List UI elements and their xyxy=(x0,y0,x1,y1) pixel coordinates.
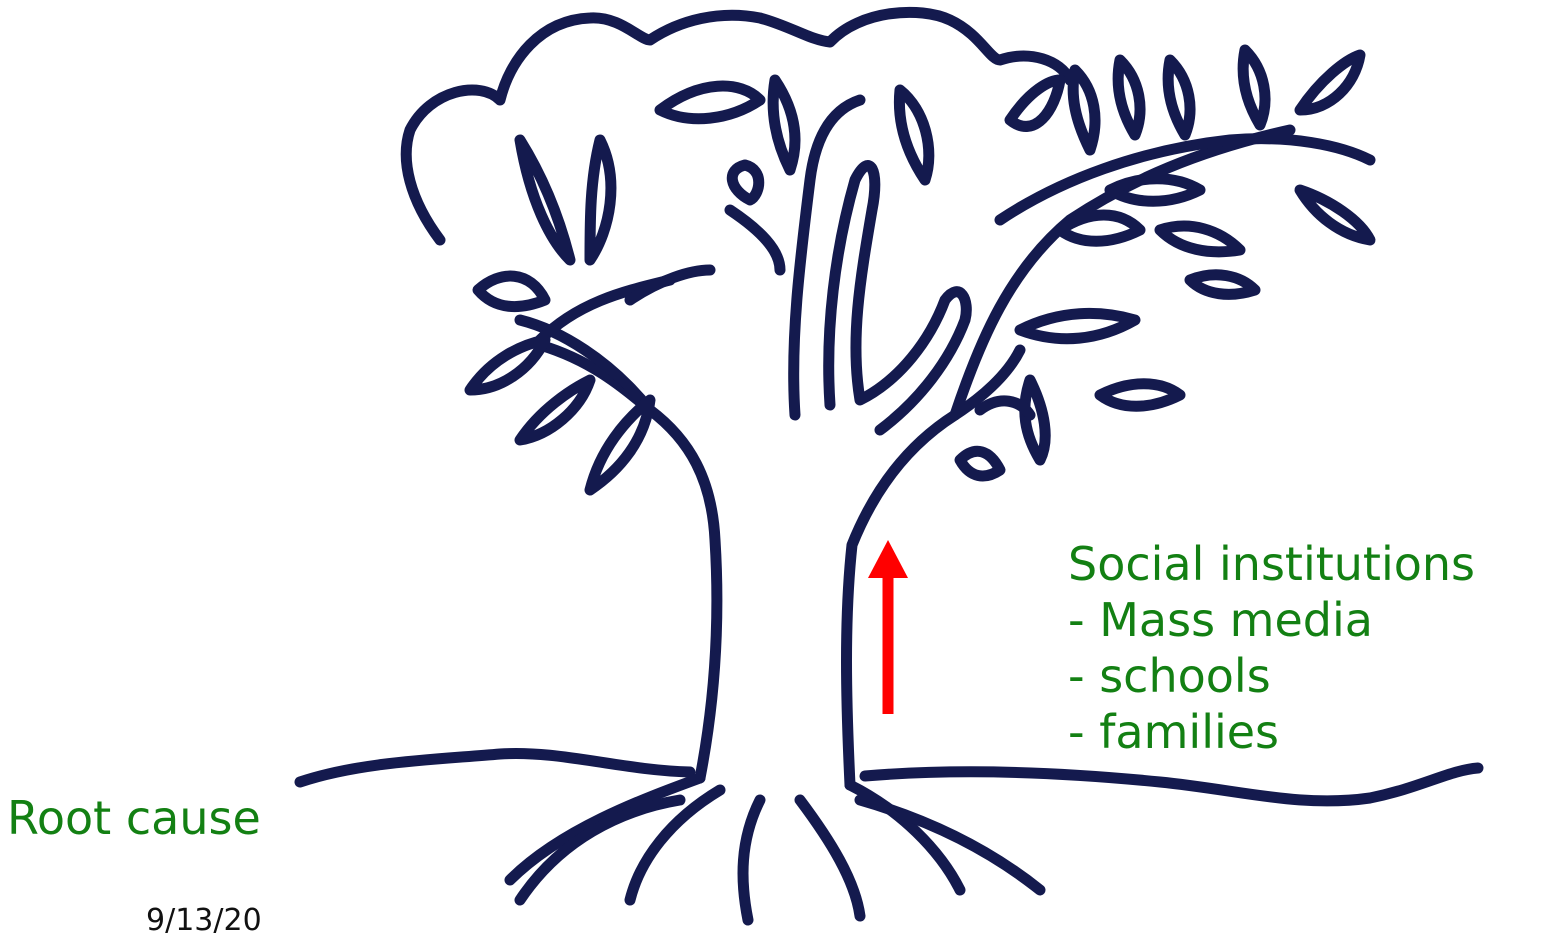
leaf-5 xyxy=(514,374,596,446)
branch-left-main xyxy=(514,314,656,416)
social-institutions-title: Social institutions xyxy=(1068,537,1475,591)
leaf-26 xyxy=(1094,378,1186,412)
leaf-2 xyxy=(584,134,617,266)
root-center-a xyxy=(737,794,766,926)
trunk-right-edge xyxy=(841,344,1026,791)
ground-line-right xyxy=(859,762,1484,807)
leaf-19 xyxy=(1054,209,1146,247)
root-cause-label: Root cause xyxy=(7,791,261,845)
leaf-10 xyxy=(727,159,765,206)
branch-center-loop xyxy=(823,160,972,436)
leaf-24 xyxy=(1014,307,1141,345)
leaf-15 xyxy=(1112,54,1146,141)
leaf-4 xyxy=(464,334,551,396)
item-mass-media: - Mass media xyxy=(1068,593,1373,647)
leaf-20 xyxy=(1104,173,1206,207)
trunk-left-edge xyxy=(534,339,723,784)
leaf-8 xyxy=(654,80,766,125)
leaf-13 xyxy=(1004,74,1066,132)
leaf-27 xyxy=(954,445,1006,482)
leaf-12 xyxy=(724,204,786,276)
leaf-18 xyxy=(1294,49,1366,116)
leaf-17 xyxy=(1237,44,1271,131)
leaf-6 xyxy=(584,394,656,496)
root-center-b xyxy=(794,794,866,922)
leaf-3 xyxy=(472,270,551,313)
leaf-16 xyxy=(1162,54,1196,141)
root-left-outer xyxy=(504,772,706,886)
leaf-28 xyxy=(974,395,1036,421)
leaf-23 xyxy=(1184,269,1261,300)
branch-center-left xyxy=(788,94,866,421)
leaf-7 xyxy=(624,264,716,306)
leaf-14 xyxy=(1067,64,1101,156)
leaf-9 xyxy=(767,74,801,176)
branch-right-arc xyxy=(994,133,1376,226)
root-right-outer xyxy=(854,794,1046,896)
item-schools: - schools xyxy=(1068,649,1271,703)
ground-line-left xyxy=(294,747,696,788)
root-left-mid xyxy=(624,784,726,906)
leaf-21 xyxy=(1154,220,1246,258)
social-institutions-block: Social institutions - Mass media - schoo… xyxy=(1068,536,1475,760)
canopy-outline xyxy=(400,6,1076,246)
up-arrow-icon xyxy=(868,540,908,714)
slide-date: 9/13/20 xyxy=(146,903,262,938)
leaf-22 xyxy=(1294,184,1376,246)
leaf-1 xyxy=(514,134,576,266)
leaf-11 xyxy=(893,84,935,186)
item-families: - families xyxy=(1068,705,1280,759)
root-right-mid xyxy=(844,779,966,896)
root-far-left xyxy=(514,794,686,906)
